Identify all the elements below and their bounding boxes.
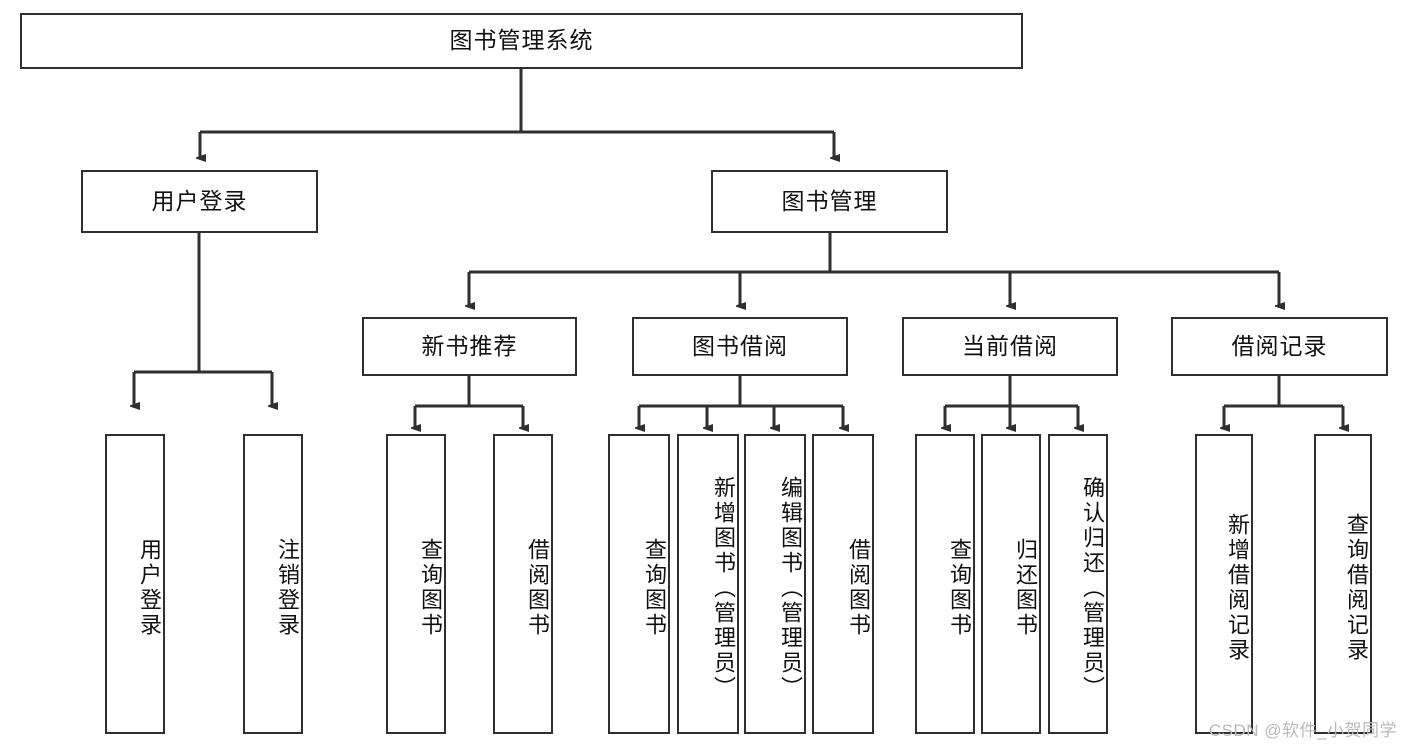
edge-group-root bbox=[200, 69, 834, 158]
node-current-borrow-label: 当前借阅 bbox=[962, 332, 1058, 359]
node-leaf-query-book-3[interactable]: 查询图书 bbox=[915, 434, 975, 734]
node-leaf-user-login-label: 用户登录 bbox=[137, 538, 162, 638]
node-leaf-edit-book-label: 编辑图书（管理员） bbox=[778, 475, 803, 701]
node-leaf-return-book[interactable]: 归还图书 bbox=[981, 434, 1041, 734]
node-leaf-confirm-return-label: 确认归还（管理员） bbox=[1080, 475, 1105, 701]
node-leaf-borrow-book-1-label: 借阅图书 bbox=[525, 538, 550, 638]
node-leaf-query-book-1[interactable]: 查询图书 bbox=[386, 434, 446, 734]
edge-group-borrow-record bbox=[1224, 376, 1343, 428]
node-leaf-query-book-2[interactable]: 查询图书 bbox=[608, 434, 670, 734]
node-leaf-query-book-1-label: 查询图书 bbox=[418, 538, 443, 638]
node-leaf-add-record-label: 新增借阅记录 bbox=[1225, 513, 1250, 663]
node-leaf-query-book-3-label: 查询图书 bbox=[947, 538, 972, 638]
node-leaf-edit-book[interactable]: 编辑图书（管理员） bbox=[744, 434, 806, 734]
node-leaf-logout-login[interactable]: 注销登录 bbox=[243, 434, 303, 734]
node-book-manage[interactable]: 图书管理 bbox=[711, 170, 948, 233]
node-leaf-add-record[interactable]: 新增借阅记录 bbox=[1195, 434, 1253, 734]
node-leaf-user-login[interactable]: 用户登录 bbox=[105, 434, 165, 734]
node-book-borrow-label: 图书借阅 bbox=[692, 332, 788, 359]
node-borrow-record-label: 借阅记录 bbox=[1231, 332, 1328, 359]
node-leaf-borrow-book-2[interactable]: 借阅图书 bbox=[812, 434, 874, 734]
node-new-book-rec[interactable]: 新书推荐 bbox=[362, 317, 577, 376]
edge-group-book-borrow bbox=[639, 376, 843, 428]
node-leaf-borrow-book-1[interactable]: 借阅图书 bbox=[493, 434, 553, 734]
node-borrow-record[interactable]: 借阅记录 bbox=[1171, 317, 1388, 376]
node-leaf-query-record[interactable]: 查询借阅记录 bbox=[1314, 434, 1372, 734]
node-leaf-add-book[interactable]: 新增图书（管理员） bbox=[677, 434, 739, 734]
csdn-watermark: CSDN @软件_小贺同学 bbox=[1208, 721, 1397, 740]
node-leaf-logout-login-label: 注销登录 bbox=[275, 538, 300, 638]
node-leaf-query-record-label: 查询借阅记录 bbox=[1344, 513, 1369, 663]
edge-group-new-book-rec bbox=[415, 376, 523, 428]
edge-group-book-manage bbox=[469, 233, 1279, 306]
node-root-label: 图书管理系统 bbox=[449, 27, 594, 54]
node-user-login[interactable]: 用户登录 bbox=[81, 170, 318, 233]
node-leaf-return-book-label: 归还图书 bbox=[1013, 538, 1038, 638]
node-leaf-add-book-label: 新增图书（管理员） bbox=[711, 475, 736, 701]
node-leaf-confirm-return[interactable]: 确认归还（管理员） bbox=[1048, 434, 1108, 734]
node-book-borrow[interactable]: 图书借阅 bbox=[632, 317, 848, 376]
edge-group-current-borrow bbox=[945, 376, 1078, 428]
node-new-book-rec-label: 新书推荐 bbox=[421, 332, 518, 359]
edge-group-user-login bbox=[134, 233, 272, 406]
node-current-borrow[interactable]: 当前借阅 bbox=[902, 317, 1118, 376]
node-leaf-borrow-book-2-label: 借阅图书 bbox=[846, 538, 871, 638]
node-root[interactable]: 图书管理系统 bbox=[20, 13, 1023, 69]
node-leaf-query-book-2-label: 查询图书 bbox=[642, 538, 667, 638]
node-book-manage-label: 图书管理 bbox=[781, 187, 878, 214]
node-user-login-label: 用户登录 bbox=[151, 187, 248, 214]
